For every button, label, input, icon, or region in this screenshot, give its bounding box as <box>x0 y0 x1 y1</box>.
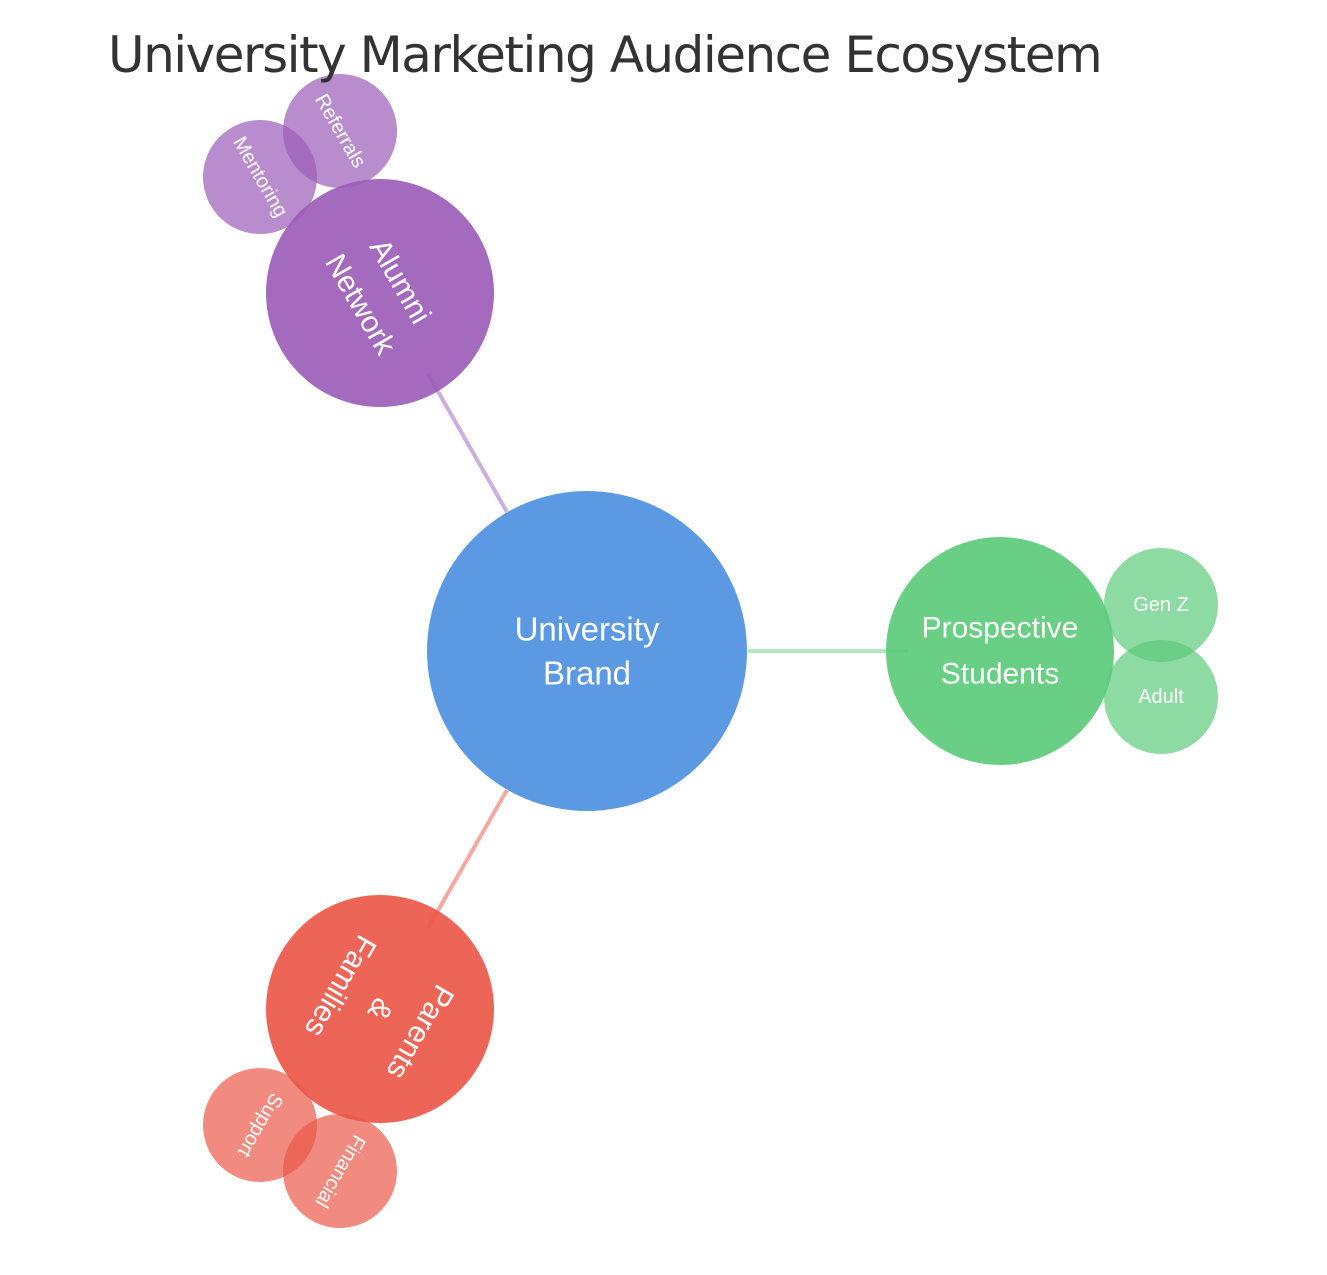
link-parents-families <box>426 789 509 929</box>
node-financial: Financial <box>283 1114 397 1228</box>
node-university-brand-label: Brand <box>543 655 631 692</box>
node-gen-z-circle <box>1104 548 1218 662</box>
link-alumni-network <box>426 373 509 513</box>
page-title: University Marketing Audience Ecosystem <box>108 26 1103 84</box>
node-adult-label: Adult <box>1138 686 1184 708</box>
node-university-brand-circle <box>427 491 747 811</box>
node-university-brand-label: University <box>515 611 660 648</box>
node-alumni-network-circle <box>266 179 494 407</box>
node-parents-families-circle <box>266 895 494 1123</box>
node-mentoring-circle <box>203 120 317 234</box>
node-gen-z: Gen Z <box>1104 548 1218 662</box>
node-mentoring: Mentoring <box>203 120 317 234</box>
node-gen-z-label: Gen Z <box>1133 594 1189 616</box>
node-prospective-students-circle <box>886 537 1114 765</box>
node-adult: Adult <box>1104 640 1218 754</box>
node-adult-circle <box>1104 640 1218 754</box>
node-parents-families: Parents&Families <box>266 895 494 1123</box>
node-prospective-students-label: Students <box>941 658 1059 691</box>
links-layer <box>426 373 908 929</box>
node-prospective-students-label: Prospective <box>922 612 1079 645</box>
node-financial-circle <box>283 1114 397 1228</box>
